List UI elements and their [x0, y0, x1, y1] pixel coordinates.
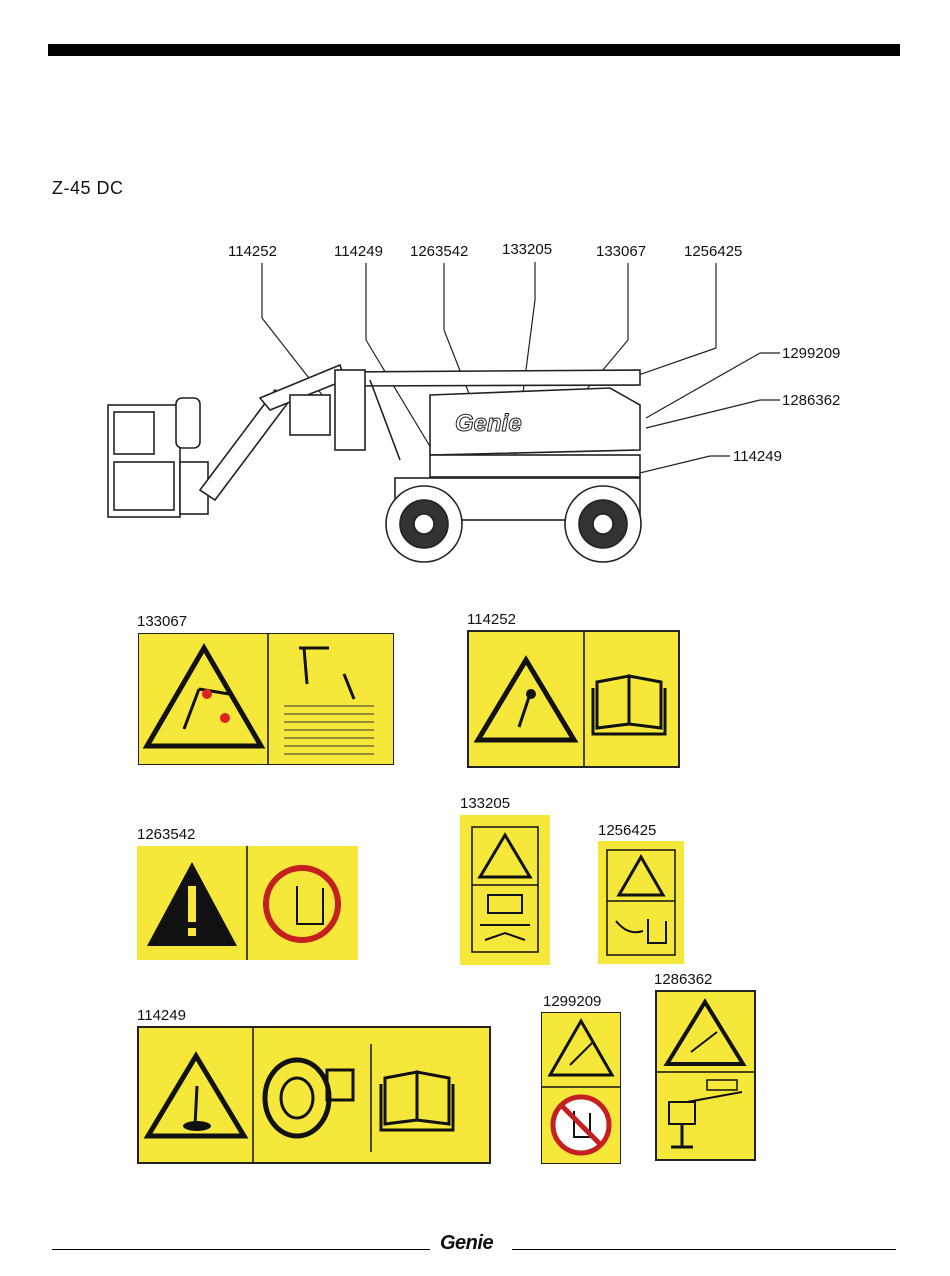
manual-book-icon [593, 676, 665, 734]
warning-triangle-icon [480, 835, 530, 877]
decal-1286362-art [657, 992, 754, 1159]
manual-book-icon [381, 1072, 453, 1130]
decal-114252-art [469, 632, 678, 766]
decal-1256425 [598, 841, 684, 964]
decal-133205-art [460, 815, 550, 965]
clearance-table [284, 706, 374, 754]
decal-1263542 [137, 846, 358, 960]
decal-1299209-art [542, 1013, 620, 1163]
battery-icon [488, 895, 522, 913]
hand-icon [648, 919, 666, 943]
footer-logo: Genie [440, 1232, 493, 1255]
spark-icon [202, 689, 212, 699]
decal-1286362-code: 1286362 [654, 971, 712, 988]
decal-1256425-art [598, 841, 684, 964]
decal-1263542-art [137, 846, 358, 960]
warning-triangle-icon [478, 660, 574, 740]
decal-133067-art [139, 634, 393, 764]
decal-133205 [460, 815, 550, 965]
stop-hand-icon [266, 868, 338, 940]
decal-1256425-code: 1256425 [598, 822, 656, 839]
decal-1286362 [655, 990, 756, 1161]
manual-book-icon [485, 933, 525, 940]
decal-114252-code: 114252 [467, 611, 516, 628]
machine-brand-logo: Genie [455, 410, 522, 438]
decal-133067 [138, 633, 394, 765]
warning-triangle-icon [667, 1002, 743, 1064]
footer-rule-left [52, 1249, 430, 1250]
decal-114249-code: 114249 [137, 1007, 186, 1024]
decal-1299209-code: 1299209 [543, 993, 601, 1010]
decal-114252 [467, 630, 680, 768]
machine-diagram [0, 0, 950, 580]
decal-1263542-code: 1263542 [137, 826, 195, 843]
decal-114249-art [139, 1028, 489, 1162]
warning-triangle-icon [550, 1021, 612, 1075]
tire-icon [265, 1060, 329, 1136]
footer-rule-right [512, 1249, 896, 1250]
decal-133067-code: 133067 [137, 613, 187, 630]
decal-1299209 [541, 1012, 621, 1164]
decal-114249 [137, 1026, 491, 1164]
warning-triangle-icon [619, 857, 663, 895]
decal-133205-code: 133205 [460, 795, 510, 812]
main-boom [340, 370, 640, 386]
